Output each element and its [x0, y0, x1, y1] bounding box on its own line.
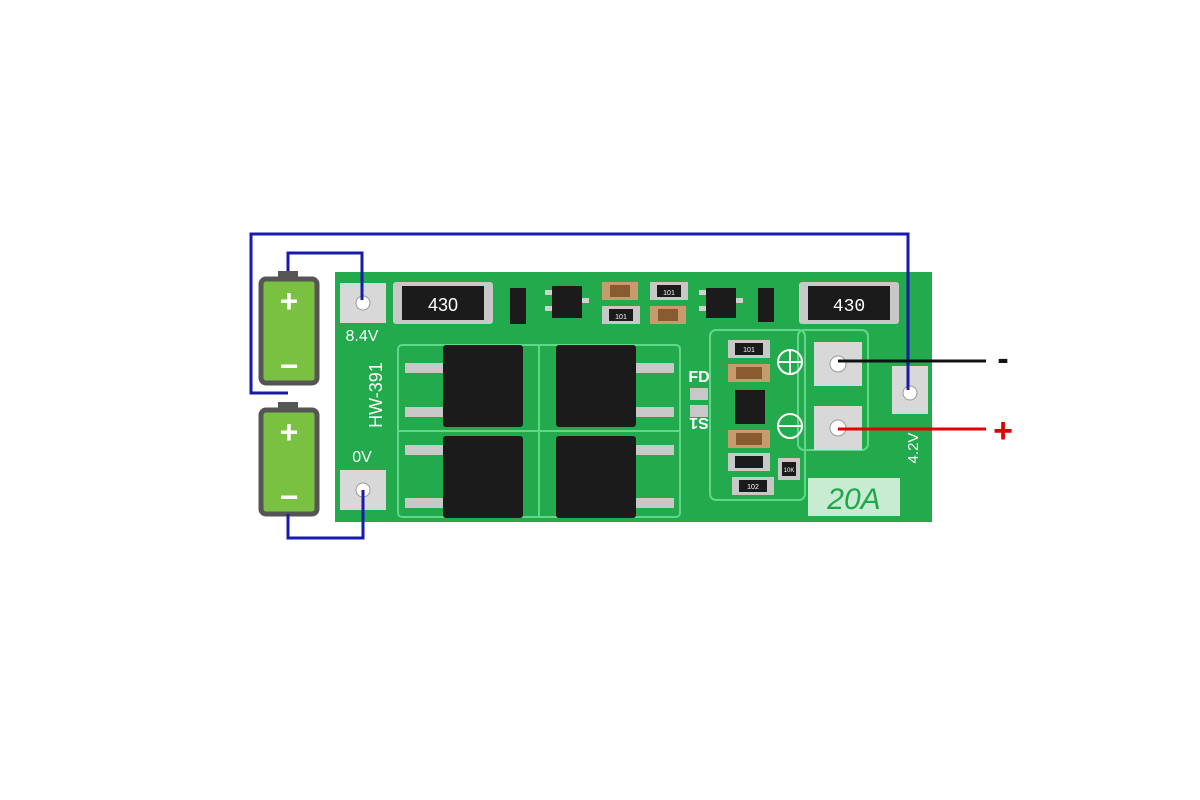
pad-b-plus[interactable] — [340, 283, 386, 323]
battery-top: + − — [258, 271, 320, 386]
polarity-symbols — [777, 349, 803, 439]
battery-bottom: + − — [258, 402, 320, 517]
fd-marking: FD — [688, 369, 709, 386]
mosfet-3 — [405, 436, 523, 518]
pad-bm[interactable] — [892, 366, 928, 414]
wire-battery-plus-to-bplus — [286, 251, 364, 300]
mosfet-1 — [405, 345, 523, 427]
resistor-right: 430 — [799, 282, 899, 324]
wires — [249, 232, 986, 540]
chip-10k-label: 10K — [784, 468, 795, 474]
wire-midpoint-to-bm — [249, 232, 910, 395]
board-model-label: HW-391 — [366, 362, 386, 428]
battery-bottom-minus-icon: − — [280, 479, 299, 515]
control-chips: 101 102 10K — [728, 340, 800, 495]
chip-101b-label: 101 — [615, 314, 627, 321]
mosfet-2 — [556, 345, 674, 427]
rating-label: 20A — [826, 483, 880, 516]
resistor-left-label: 430 — [428, 295, 458, 315]
chip-102-label: 102 — [747, 484, 759, 491]
output-negative-label: - — [997, 340, 1008, 378]
board-trace-outline — [709, 329, 806, 501]
smd-pins-top — [545, 290, 743, 311]
smd-pad — [690, 388, 708, 400]
resistor-left: 430 — [393, 282, 493, 324]
pad-p-minus[interactable] — [814, 342, 862, 386]
output-positive-label: + — [993, 412, 1013, 450]
s1-marking: S1 — [689, 414, 709, 431]
wire-battery-minus-to-bminus — [286, 490, 365, 540]
pad-b-plus-label: 8.4V — [346, 328, 379, 345]
chip-101c-label: 101 — [743, 347, 755, 354]
chip-101a-label: 101 — [663, 290, 675, 297]
mosfet-group — [405, 345, 674, 518]
rating-plate — [808, 478, 900, 516]
battery-bottom-plus-icon: + — [280, 414, 299, 450]
battery-top-minus-icon: − — [280, 348, 299, 384]
resistor-right-label: 430 — [833, 297, 865, 317]
pad-bm-label: 4.2V — [905, 433, 922, 464]
mosfet-4 — [556, 436, 674, 518]
smd-pad — [690, 405, 708, 417]
pcb-board: 430 430 101 101 — [335, 272, 932, 522]
battery-top-plus-icon: + — [280, 283, 299, 319]
small-chips-top: 101 101 — [602, 282, 688, 324]
pad-b-minus-label: 0V — [352, 449, 372, 466]
sot-components-top — [510, 286, 774, 324]
